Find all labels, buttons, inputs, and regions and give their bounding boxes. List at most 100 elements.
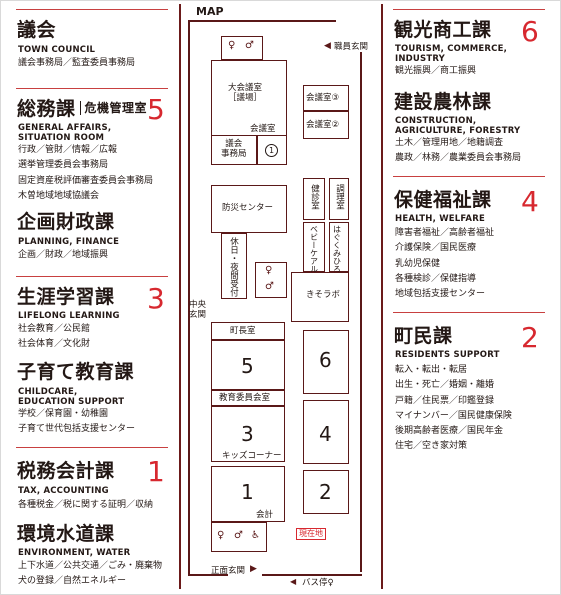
dept-item: 障害者福祉／高齢者福祉 — [395, 228, 495, 238]
night-reception-label: 休日・夜間受付 — [228, 237, 239, 297]
dept-construction-title: 建設農林課 — [394, 91, 492, 113]
bus-stop-icon: ♀ — [327, 578, 334, 588]
dept-item: 議会事務局／監査委員事務局 — [18, 58, 136, 68]
staff-entrance-label[interactable]: 職員玄関 — [334, 42, 369, 52]
zone-3-number: 3 — [241, 422, 254, 446]
label-line: 議会 — [225, 139, 243, 149]
kisolabo-room[interactable] — [291, 272, 349, 322]
dept-planning-items: 企画／財政／地域振興 — [18, 248, 108, 263]
divider — [393, 312, 545, 313]
restroom-icon: ♂ — [265, 281, 274, 292]
dept-residents-en: RESIDENTS SUPPORT — [395, 350, 500, 360]
main-entrance-label[interactable]: 正面玄関 — [211, 566, 246, 576]
zone-2[interactable] — [303, 470, 349, 514]
hagukumi-room[interactable] — [329, 222, 349, 272]
bus-stop-arrow-icon: ◀ — [290, 577, 297, 586]
left-divider — [179, 4, 181, 589]
dept-health-en: HEALTH, WELFARE — [395, 214, 485, 224]
map-title: MAP — [196, 5, 224, 18]
zone-4[interactable] — [303, 400, 349, 464]
label-line: 玄関 — [189, 310, 207, 320]
dept-lifelong-en: LIFELONG LEARNING — [18, 311, 120, 321]
hagukumi-label: はぐくみひろば — [332, 225, 342, 281]
council-hall-label: 大会議室［議場］ — [228, 83, 262, 103]
en-line: GENERAL AFFAIRS, — [18, 123, 112, 133]
baby-care-room[interactable] — [303, 222, 325, 272]
meeting-room-3[interactable] — [303, 85, 349, 111]
dept-tourism-title: 観光商工課 — [394, 19, 492, 41]
dept-item: 学校／保育園・幼稚園 — [18, 409, 109, 419]
dept-item: 木曽地域地域協議会 — [18, 190, 100, 201]
dept-general-number: 5 — [147, 93, 165, 126]
restroom-icon: ♂ — [234, 530, 243, 541]
accessible-icon: ♿ — [251, 530, 260, 541]
council-office[interactable] — [211, 135, 257, 165]
dept-residents-items: 転入・転出・転居 出生・死亡／婚姻・離婚 戸籍／住民票／印鑑登録 マイナンバー／… — [395, 363, 512, 455]
dept-item: 上下水道／公共交通／ごみ・廃棄物 — [18, 561, 163, 571]
mayor-room[interactable] — [211, 322, 285, 340]
dept-item: 各種税金／税に関する証明／収納 — [18, 500, 154, 510]
wall-top — [188, 20, 190, 576]
wall-bottom — [262, 574, 362, 576]
en-line: INDUSTRY — [395, 54, 445, 64]
current-location-badge: 現在地 — [296, 528, 326, 540]
dept-lifelong-title: 生涯学習課 — [17, 286, 115, 308]
board-room-label: 教育委員会室 — [219, 393, 271, 403]
restroom-icon: ♀ — [265, 265, 273, 276]
zone-6[interactable] — [303, 330, 349, 394]
label-line: 中央 — [189, 300, 207, 310]
dept-item: 子育て世代包括支援センター — [18, 424, 136, 435]
mayor-room-label: 町長室 — [230, 326, 256, 336]
zone-3[interactable] — [211, 406, 285, 462]
dept-childcare-items: 学校／保育園・幼稚園 子育て世代包括支援センター — [18, 407, 135, 438]
dept-residents-number: 2 — [521, 321, 539, 354]
baby-care-label: ベビーケアルーム — [309, 225, 319, 289]
dept-tax-items: 各種税金／税に関する証明／収納 — [18, 498, 153, 513]
dept-item: 選挙管理委員会事務局 — [18, 160, 109, 171]
restroom-top — [221, 36, 263, 60]
label-line: 大会議室 — [228, 83, 263, 93]
night-reception[interactable] — [221, 233, 247, 299]
main-entrance-arrow-icon: ▶ — [250, 564, 257, 574]
dept-tourism-en: TOURISM, COMMERCE,INDUSTRY — [395, 44, 507, 64]
dept-general-items: 行政／管財／情報／広報 選挙管理委員会事務局 固定資産税評価審査委員会事務局 木… — [18, 143, 153, 204]
health-exam-room[interactable] — [303, 178, 325, 220]
bus-stop-label[interactable]: バス停♀ — [302, 578, 334, 588]
en-line: CONSTRUCTION, — [395, 116, 477, 126]
board-room[interactable] — [211, 390, 285, 406]
restroom-bottom — [211, 522, 267, 552]
dept-environment-items: 上下水道／公共交通／ごみ・廃棄物 犬の登録／自然エネルギー — [18, 559, 162, 590]
kitchen-room[interactable] — [329, 178, 349, 220]
zone-5[interactable] — [211, 340, 285, 390]
kisolabo-label: きそラボ — [306, 290, 341, 300]
meeting-room-2-label: 会議室② — [306, 120, 340, 130]
central-entrance-label[interactable]: 中央玄関 — [189, 300, 206, 320]
zone-5-number: 5 — [241, 354, 254, 378]
restroom-icon: ♀ — [228, 40, 236, 51]
dept-tax-number: 1 — [147, 455, 165, 488]
meeting-room-2[interactable] — [303, 111, 349, 139]
dept-item: 行政／管財／情報／広報 — [18, 145, 118, 155]
bus-stop-text: バス停 — [302, 578, 328, 588]
dept-item: 土木／管理用地／地籍調査 — [395, 138, 504, 148]
dept-item: 各種検診／保健指導 — [395, 273, 477, 284]
wall-top-h — [188, 20, 336, 22]
health-exam-label: 健診室 — [309, 184, 320, 210]
disaster-center[interactable] — [211, 185, 287, 233]
dept-council-title: 議会 — [17, 19, 57, 41]
dept-item: 犬の登録／自然エネルギー — [18, 576, 127, 587]
divider — [393, 176, 545, 177]
dept-council-items: 議会事務局／監査委員事務局 — [18, 56, 135, 71]
dept-planning-en: PLANNING, FINANCE — [18, 237, 120, 247]
dept-item: 社会体育／文化財 — [18, 339, 91, 350]
dept-tourism-number: 6 — [521, 15, 539, 48]
zone-1[interactable] — [211, 466, 285, 522]
zone-6-number: 6 — [319, 348, 332, 372]
dept-health-title: 保健福祉課 — [394, 189, 492, 211]
dept-health-items: 障害者福祉／高齢者福祉 介護保険／国民医療 乳幼児保健 各種検診／保健指導 地域… — [395, 226, 494, 302]
dept-residents-title: 町民課 — [394, 325, 453, 347]
dept-item: 固定資産税評価審査委員会事務局 — [18, 175, 154, 186]
council-office-label: 議会事務局 — [221, 139, 247, 159]
dept-tourism-items: 観光振興／商工振興 — [395, 64, 476, 79]
dept-item: 地域包括支援センター — [395, 289, 486, 300]
